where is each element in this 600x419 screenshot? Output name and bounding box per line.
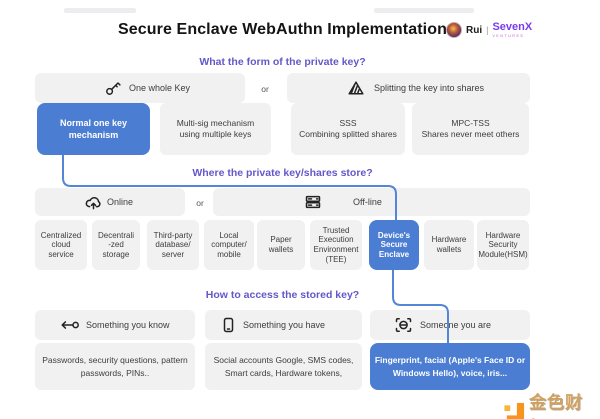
store-offline-box: Off-line <box>213 188 530 216</box>
or-label: or <box>196 198 204 208</box>
mechanism-sss: SSS Combining splitted shares <box>291 103 405 155</box>
mechanism-normal-one-key: Normal one key mechanism <box>37 103 150 155</box>
location-secure-enclave: Device's Secure Enclave <box>369 220 419 270</box>
golden-finance-icon <box>503 402 526 419</box>
factor-label: Someone you are <box>420 320 492 330</box>
online-label: Online <box>107 197 134 207</box>
face-scan-icon <box>395 317 412 333</box>
section-heading-form: What the form of the private key? <box>199 56 366 68</box>
location-paper-wallets: Paper wallets <box>257 220 305 270</box>
artifact-strip-right <box>374 8 474 13</box>
brand-subtitle: VENTURES <box>492 33 525 38</box>
factor-someone-you-are: Someone you are <box>370 310 530 340</box>
phone-icon <box>222 317 235 333</box>
mechanism-multi-sig: Multi-sig mechanism using multiple keys <box>160 103 271 155</box>
watermark-text: 金色财经 <box>529 393 583 419</box>
author-name: Rui <box>466 24 483 36</box>
option-label: One whole Key <box>129 83 191 93</box>
location-third-party-db: Third-party database/ server <box>147 220 199 270</box>
factor-something-you-have: Something you have <box>205 310 362 340</box>
example-social-accounts: Social accounts Google, SMS codes, Smart… <box>205 343 362 390</box>
avatar <box>446 22 462 38</box>
factor-label: Something you know <box>86 320 170 330</box>
factor-something-you-know: Something you know <box>35 310 195 340</box>
location-decentralized-storage: Decentrali -zed storage <box>92 220 140 270</box>
section-heading-access: How to access the stored key? <box>205 289 360 301</box>
page-title: Secure Enclave WebAuthn Implementation <box>118 21 447 38</box>
mechanism-mpc-tss: MPC-TSS Shares never meet others <box>412 103 529 155</box>
logo-separator: | <box>486 25 489 35</box>
offline-label: Off-line <box>353 197 382 207</box>
watermark: 金色财经 <box>503 388 600 419</box>
factor-label: Something you have <box>243 320 326 330</box>
option-one-whole-key: One whole Key <box>35 73 245 103</box>
artifact-strip-left <box>64 8 136 13</box>
or-label: or <box>261 84 269 94</box>
cloud-upload-icon <box>85 195 102 210</box>
location-hardware-wallets: Hardware wallets <box>424 220 474 270</box>
location-centralized-cloud: Centralized cloud service <box>35 220 87 270</box>
split-triangle-icon <box>348 80 364 96</box>
author-brand-logo: Rui | SevenX VENTURES <box>446 22 532 38</box>
brand-name: SevenX <box>492 21 533 33</box>
key-icon <box>105 80 121 96</box>
location-hsm: Hardware Security Module(HSM) <box>477 220 529 270</box>
server-icon <box>305 195 321 209</box>
brand-logo: SevenX VENTURES <box>492 22 532 38</box>
example-passwords: Passwords, security questions, pattern p… <box>35 343 195 390</box>
option-split-key: Splitting the key into shares <box>287 73 530 103</box>
store-online-box: Online <box>35 188 185 216</box>
location-local-computer: Local computer/ mobile <box>204 220 254 270</box>
key-left-icon <box>60 318 79 332</box>
example-biometrics: Fingerprint, facial (Apple's Face ID or … <box>370 343 530 390</box>
option-label: Splitting the key into shares <box>374 83 485 93</box>
section-heading-store: Where the private key/shares store? <box>192 167 373 179</box>
location-tee: Trusted Execution Environment (TEE) <box>310 220 362 270</box>
